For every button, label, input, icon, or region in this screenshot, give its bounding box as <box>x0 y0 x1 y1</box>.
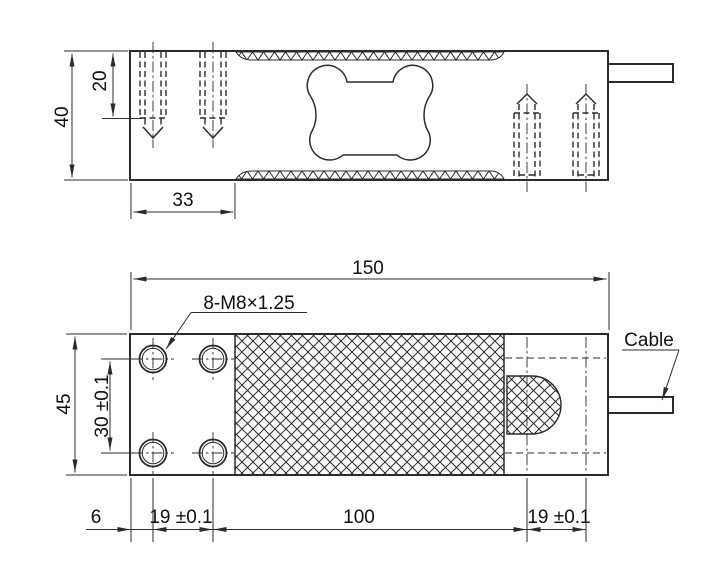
side-tapped-hole-top-1 <box>139 42 167 148</box>
cable-gland-boss <box>506 375 562 435</box>
dim-100-label: 100 <box>343 507 375 528</box>
dimension-40: 40 <box>52 50 128 181</box>
dim-30-label: 30 ±0.1 <box>92 374 113 437</box>
side-view: 40 20 33 <box>52 42 674 219</box>
plan-view: 150 8-M8×1.25 45 30 ±0.1 <box>54 258 680 542</box>
plan-cable-stub <box>607 396 674 414</box>
dimension-45: 45 <box>54 333 127 476</box>
knurled-area <box>235 334 504 475</box>
dim-19-left-label: 19 ±0.1 <box>149 507 212 528</box>
thread-callout-label: 8-M8×1.25 <box>203 293 294 314</box>
side-tapped-hole-top-2 <box>199 42 227 148</box>
dim-6-label: 6 <box>91 507 102 528</box>
side-tapped-hole-bottom-1 <box>513 84 541 192</box>
bone-cutout <box>306 64 434 161</box>
dimension-150: 150 <box>130 258 610 330</box>
cable-leader <box>661 349 680 401</box>
drill-point <box>202 126 224 140</box>
dimension-chain-bottom: 6 19 ±0.1 100 19 ±0.1 <box>86 478 591 542</box>
dim-150-label: 150 <box>352 258 384 279</box>
thread-callout-leader <box>165 312 192 350</box>
cable-label: Cable <box>624 330 674 351</box>
dimension-20: 20 <box>90 53 142 119</box>
side-cable-stub <box>607 63 674 83</box>
dim-45-label: 45 <box>54 393 75 414</box>
plan-hole-2 <box>192 338 234 380</box>
dimension-33: 33 <box>130 183 236 219</box>
drill-point <box>575 92 597 105</box>
dimension-30: 30 ±0.1 <box>92 358 136 454</box>
drill-point <box>516 92 538 105</box>
knurl-band-bottom <box>235 170 505 180</box>
dim-33-label: 33 <box>172 190 193 211</box>
drill-point <box>142 126 164 140</box>
thread-callout: 8-M8×1.25 <box>165 293 307 350</box>
plan-hole-4 <box>192 432 234 474</box>
knurl-band-top <box>235 51 505 61</box>
side-tapped-hole-bottom-2 <box>572 84 600 192</box>
dim-20-label: 20 <box>90 70 111 91</box>
plan-hole-3 <box>132 432 174 474</box>
dim-40-label: 40 <box>52 106 73 127</box>
plan-hole-1 <box>132 338 174 380</box>
plan-hidden-hole-centers <box>505 337 606 472</box>
dim-19-right-label: 19 ±0.1 <box>527 507 590 528</box>
cable-callout: Cable <box>622 330 680 401</box>
